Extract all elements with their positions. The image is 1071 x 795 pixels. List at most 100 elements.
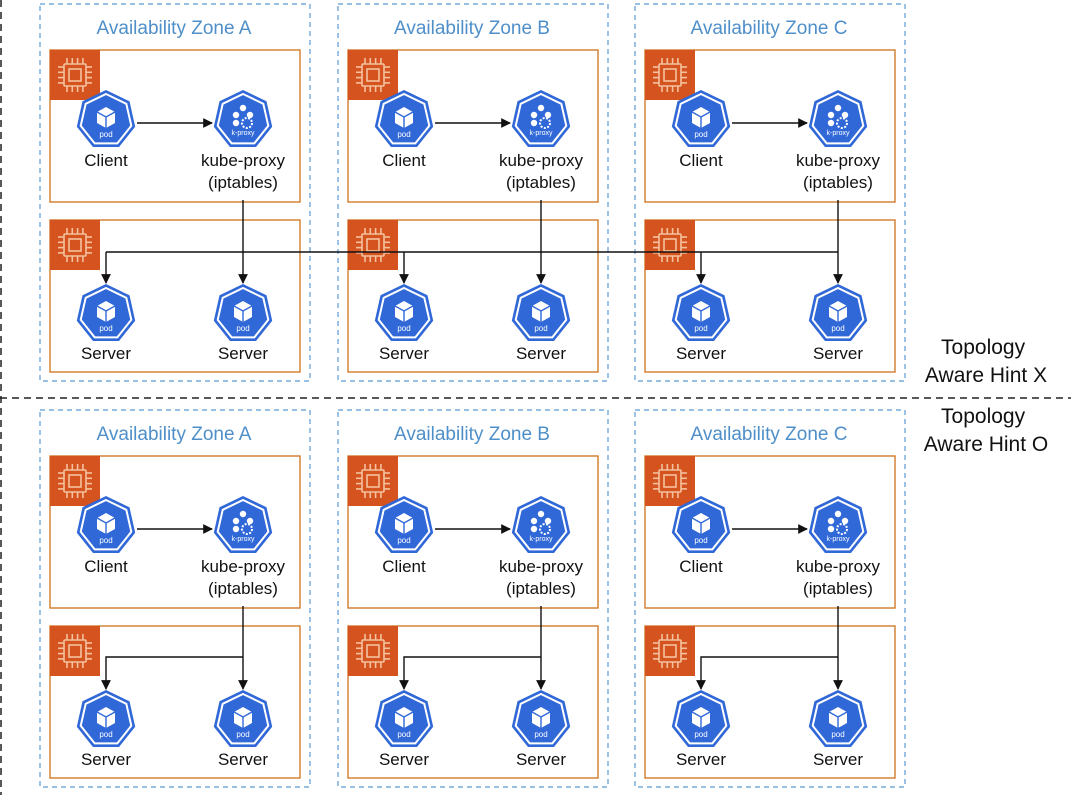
- kube-proxy-icon: k-proxy: [808, 90, 868, 147]
- proxy-label-sub: (iptables): [803, 173, 873, 192]
- server-label: Server: [218, 750, 268, 769]
- proxy-icon-text: k-proxy: [827, 536, 850, 543]
- pod-icon-text: pod: [99, 130, 112, 139]
- ec2-chip-icon: [348, 220, 398, 270]
- chip-core: [68, 68, 82, 82]
- chip-die: [658, 233, 682, 257]
- heptagon-outline: [79, 286, 133, 339]
- chip-background: [348, 220, 398, 270]
- proxy-dot: [827, 525, 835, 533]
- pod-icon: pod: [671, 496, 731, 553]
- pod-icon: pod: [374, 284, 434, 341]
- zone-title: Availability Zone B: [394, 424, 550, 445]
- pod-icon-text: pod: [397, 536, 410, 545]
- heptagon-outline: [514, 692, 568, 745]
- pod-icon-text: pod: [397, 324, 410, 333]
- pod-icon-text: pod: [534, 324, 547, 333]
- chip-core: [366, 238, 380, 252]
- ec2-chip-icon: [50, 220, 100, 270]
- proxy-dot: [239, 510, 247, 518]
- proxy-dot: [530, 525, 538, 533]
- client-label: Client: [679, 557, 723, 576]
- chip-background: [50, 626, 100, 676]
- proxy-gear: [836, 117, 848, 129]
- proxy-dot: [232, 525, 240, 533]
- pod-icon-text: pod: [694, 730, 707, 739]
- proxy-dot: [827, 517, 835, 525]
- heptagon-outline: [216, 92, 270, 145]
- zone-title: Availability Zone B: [394, 18, 550, 39]
- chip-core: [663, 68, 677, 82]
- pod-icon-text: pod: [99, 536, 112, 545]
- section-label-hint-o: Topology Aware Hint O: [924, 405, 1049, 456]
- chip-die: [658, 63, 682, 87]
- chip-die: [658, 639, 682, 663]
- heptagon-outline: [514, 286, 568, 339]
- ec2-chip-icon: [50, 456, 100, 506]
- chip-background: [645, 50, 695, 100]
- proxy-dot: [841, 517, 849, 525]
- pod-icon: pod: [808, 690, 868, 747]
- proxy-dot: [232, 111, 240, 119]
- chip-die: [361, 63, 385, 87]
- zone-title: Availability Zone A: [97, 424, 252, 445]
- heptagon-outline: [216, 498, 270, 551]
- chip-die: [361, 639, 385, 663]
- proxy-dot: [544, 111, 552, 119]
- chip-background: [348, 50, 398, 100]
- chip-background: [348, 456, 398, 506]
- heptagon-outline: [79, 498, 133, 551]
- heptagon-background: [511, 496, 571, 553]
- kube-proxy-icon: k-proxy: [213, 496, 273, 553]
- ec2-chip-icon: [645, 50, 695, 100]
- proxy-label-sub: (iptables): [208, 173, 278, 192]
- proxy-to-local-server-arrow: [399, 656, 541, 690]
- chip-core: [663, 238, 677, 252]
- chip-core: [68, 644, 82, 658]
- pod-icon-text: pod: [397, 130, 410, 139]
- ec2-chip-icon: [645, 626, 695, 676]
- proxy-dot: [834, 104, 842, 112]
- pod-icon: pod: [374, 90, 434, 147]
- proxy-label-sub: (iptables): [208, 579, 278, 598]
- proxy-icon-text: k-proxy: [827, 130, 850, 137]
- heptagon-outline: [514, 92, 568, 145]
- ec2-chip-icon: [348, 626, 398, 676]
- proxy-dot: [239, 104, 247, 112]
- pod-icon: pod: [76, 90, 136, 147]
- proxy-dot: [530, 517, 538, 525]
- proxy-label: kube-proxy: [796, 557, 881, 576]
- proxy-label: kube-proxy: [499, 557, 584, 576]
- chip-die: [63, 469, 87, 493]
- proxy-dot: [537, 510, 545, 518]
- proxy-icon-text: k-proxy: [530, 130, 553, 137]
- pod-icon-text: pod: [831, 324, 844, 333]
- section-label-hint-x-line1: Topology: [941, 336, 1026, 359]
- server-label: Server: [676, 750, 726, 769]
- zone-border: [337, 3, 609, 382]
- pod-icon-text: pod: [831, 730, 844, 739]
- ec2-chip-icon: [645, 220, 695, 270]
- pod-icon: pod: [671, 90, 731, 147]
- proxy-label-sub: (iptables): [803, 579, 873, 598]
- section-label-hint-x-line2: Aware Hint X: [925, 364, 1047, 387]
- pod-icon-text: pod: [99, 730, 112, 739]
- heptagon-background: [808, 496, 868, 553]
- server-label: Server: [516, 344, 566, 363]
- proxy-dot: [232, 119, 240, 127]
- heptagon-outline: [79, 692, 133, 745]
- server-label: Server: [516, 750, 566, 769]
- pod-icon: pod: [213, 284, 273, 341]
